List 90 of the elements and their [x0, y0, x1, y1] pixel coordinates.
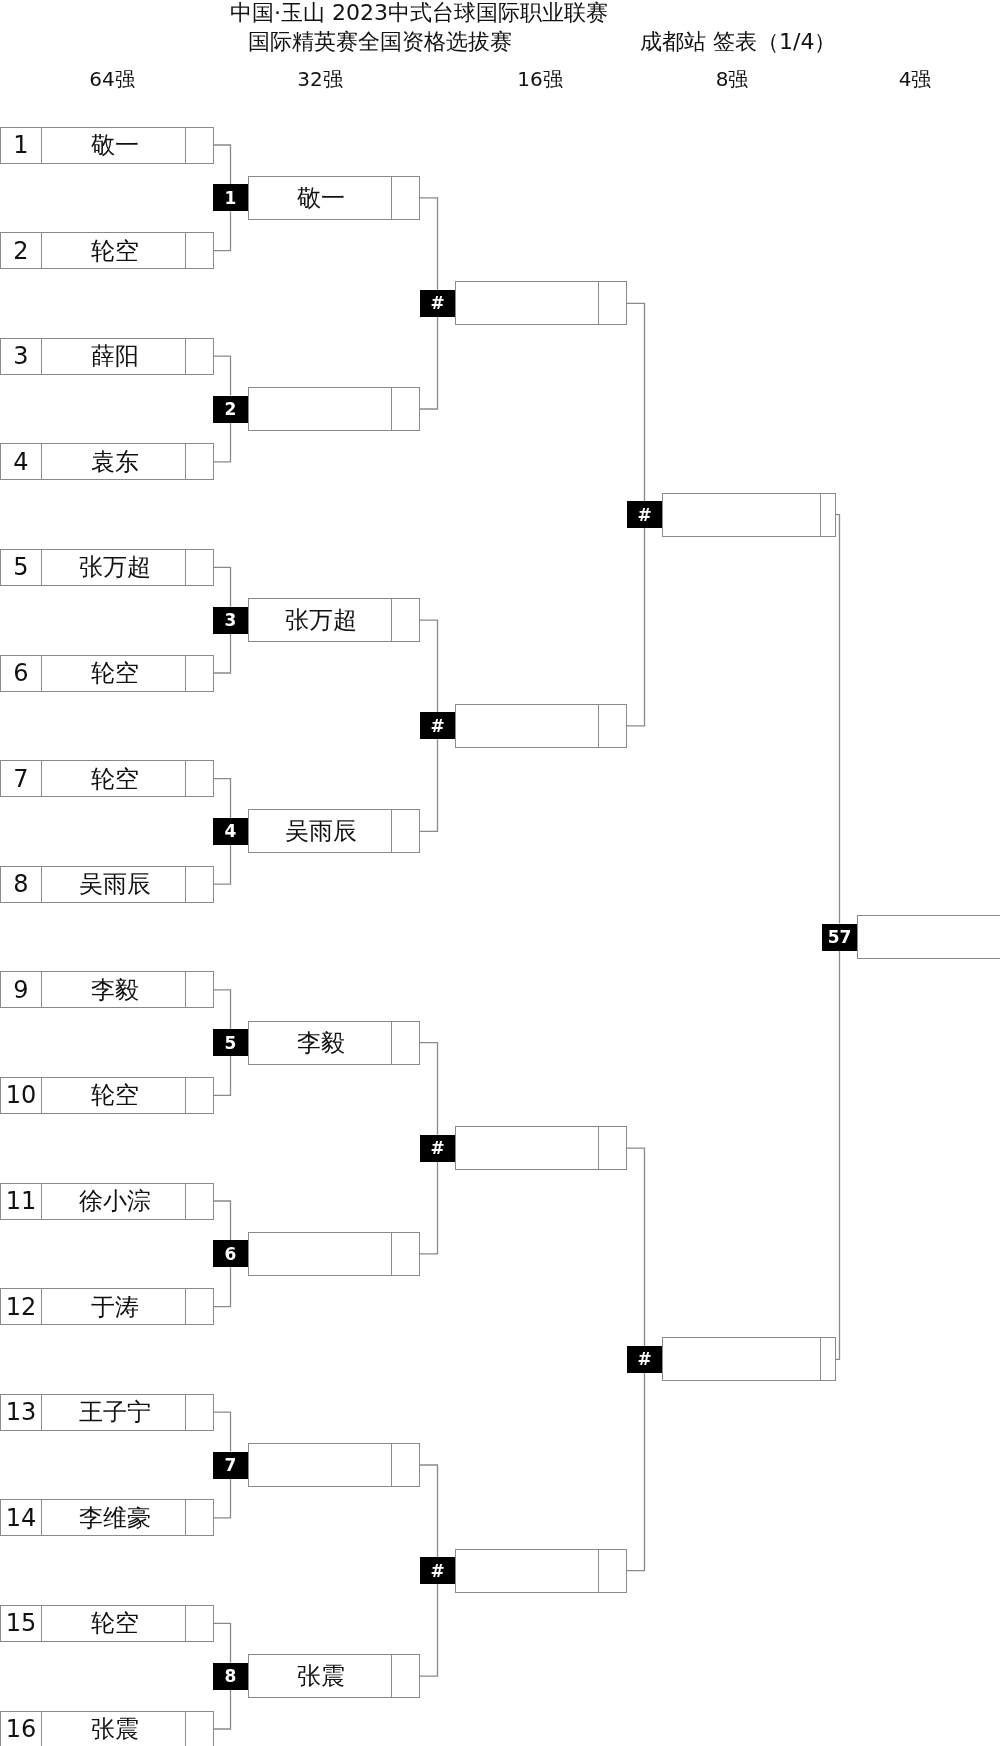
player-name: 李毅 — [89, 974, 140, 1006]
player-name: 张震 — [296, 1661, 346, 1693]
player-name: 轮空 — [89, 763, 140, 795]
subtitle: 国际精英赛全国资格选拔赛 — [248, 29, 512, 55]
player-name: 轮空 — [89, 1080, 140, 1112]
player-name: 于涛 — [89, 1291, 140, 1323]
bracket-line — [213, 1411, 232, 1453]
seed-number: 1 — [1, 127, 42, 163]
player-name: 轮空 — [89, 658, 140, 689]
bracket-line — [213, 1200, 232, 1241]
seed-number: 9 — [1, 972, 42, 1008]
bracket-line — [419, 1161, 439, 1255]
match-number-badge: # — [420, 1557, 455, 1585]
bracket-line — [213, 210, 232, 252]
bracket-line — [419, 1583, 439, 1677]
bracket-line — [419, 1464, 439, 1558]
bracket-line — [213, 989, 232, 1030]
bracket-line — [626, 1372, 646, 1572]
subtitle: 成都站 签表（1/4） — [640, 29, 837, 55]
match-number-badge: # — [627, 1345, 662, 1373]
bracket-line — [213, 1266, 232, 1308]
seed-number: 13 — [1, 1394, 42, 1430]
player-name: 轮空 — [89, 1608, 140, 1640]
match-number-badge: 6 — [213, 1240, 248, 1268]
player-name: 轮空 — [89, 235, 140, 267]
bracket-line — [213, 1622, 232, 1664]
match-number-badge: 7 — [213, 1451, 248, 1479]
bracket-line — [419, 316, 439, 410]
player-name: 敬一 — [89, 130, 140, 161]
seed-number: 5 — [1, 549, 42, 585]
seed-number: 10 — [1, 1077, 42, 1113]
bracket-line — [419, 619, 439, 713]
seed-number: 3 — [1, 338, 42, 374]
bracket-line — [213, 844, 232, 885]
bracket-line — [213, 144, 232, 185]
player-name: 吴雨辰 — [77, 869, 152, 901]
column-heading: 16强 — [517, 66, 563, 92]
match-number-badge: 2 — [213, 395, 248, 423]
title: 中国·玉山 2023中式台球国际职业联赛 — [230, 0, 608, 26]
bracket-line — [835, 513, 841, 925]
match-number-badge: 5 — [213, 1029, 248, 1057]
seed-number: 14 — [1, 1500, 42, 1536]
column-heading: 8强 — [715, 66, 749, 92]
seed-number: 16 — [1, 1711, 42, 1746]
match-number-badge: 57 — [822, 923, 857, 951]
player-name: 王子宁 — [77, 1397, 152, 1429]
bracket-line — [213, 566, 232, 608]
player-name: 张万超 — [284, 605, 358, 637]
seed-number: 11 — [1, 1183, 42, 1219]
match-number-badge: # — [420, 712, 455, 740]
player-name: 张震 — [89, 1714, 140, 1745]
match-number-badge: 1 — [213, 184, 248, 212]
bracket-line — [419, 1041, 439, 1136]
bracket-line — [213, 1689, 232, 1730]
bracket-line — [626, 302, 646, 502]
bracket-line — [213, 1055, 232, 1097]
bracket-line — [213, 421, 232, 463]
match-number-badge: # — [420, 289, 455, 317]
column-heading: 4强 — [898, 66, 932, 92]
player-name: 薛阳 — [89, 341, 140, 373]
bracket-line — [213, 355, 232, 397]
player-name: 徐小淙 — [77, 1186, 152, 1217]
player-name: 李维豪 — [77, 1502, 152, 1534]
seed-number: 15 — [1, 1605, 42, 1641]
bracket-line — [419, 738, 439, 833]
player-name: 敬一 — [296, 182, 346, 214]
bracket-line — [626, 527, 646, 727]
player-name: 吴雨辰 — [284, 816, 358, 848]
bracket-line — [213, 1477, 232, 1519]
match-number-badge: 8 — [213, 1662, 248, 1690]
column-heading: 64强 — [89, 66, 135, 92]
match-number-badge: 3 — [213, 606, 248, 634]
player-name: 张万超 — [77, 552, 152, 584]
bracket-line — [626, 1147, 646, 1347]
bracket-line — [213, 777, 232, 819]
seed-number: 12 — [1, 1289, 42, 1325]
seed-number: 8 — [1, 866, 42, 902]
seed-number: 4 — [1, 444, 42, 480]
match-number-badge: 4 — [213, 817, 248, 845]
seed-number: 6 — [1, 655, 42, 691]
bracket-line — [213, 633, 232, 674]
bracket-line — [835, 949, 841, 1361]
seed-number: 2 — [1, 233, 42, 269]
seed-number: 7 — [1, 761, 42, 797]
bracket-line — [419, 197, 439, 291]
column-heading: 32强 — [297, 66, 343, 92]
match-number-badge: # — [627, 501, 662, 529]
player-name: 李毅 — [296, 1027, 346, 1059]
player-name: 袁东 — [89, 446, 140, 478]
match-number-badge: # — [420, 1134, 455, 1162]
